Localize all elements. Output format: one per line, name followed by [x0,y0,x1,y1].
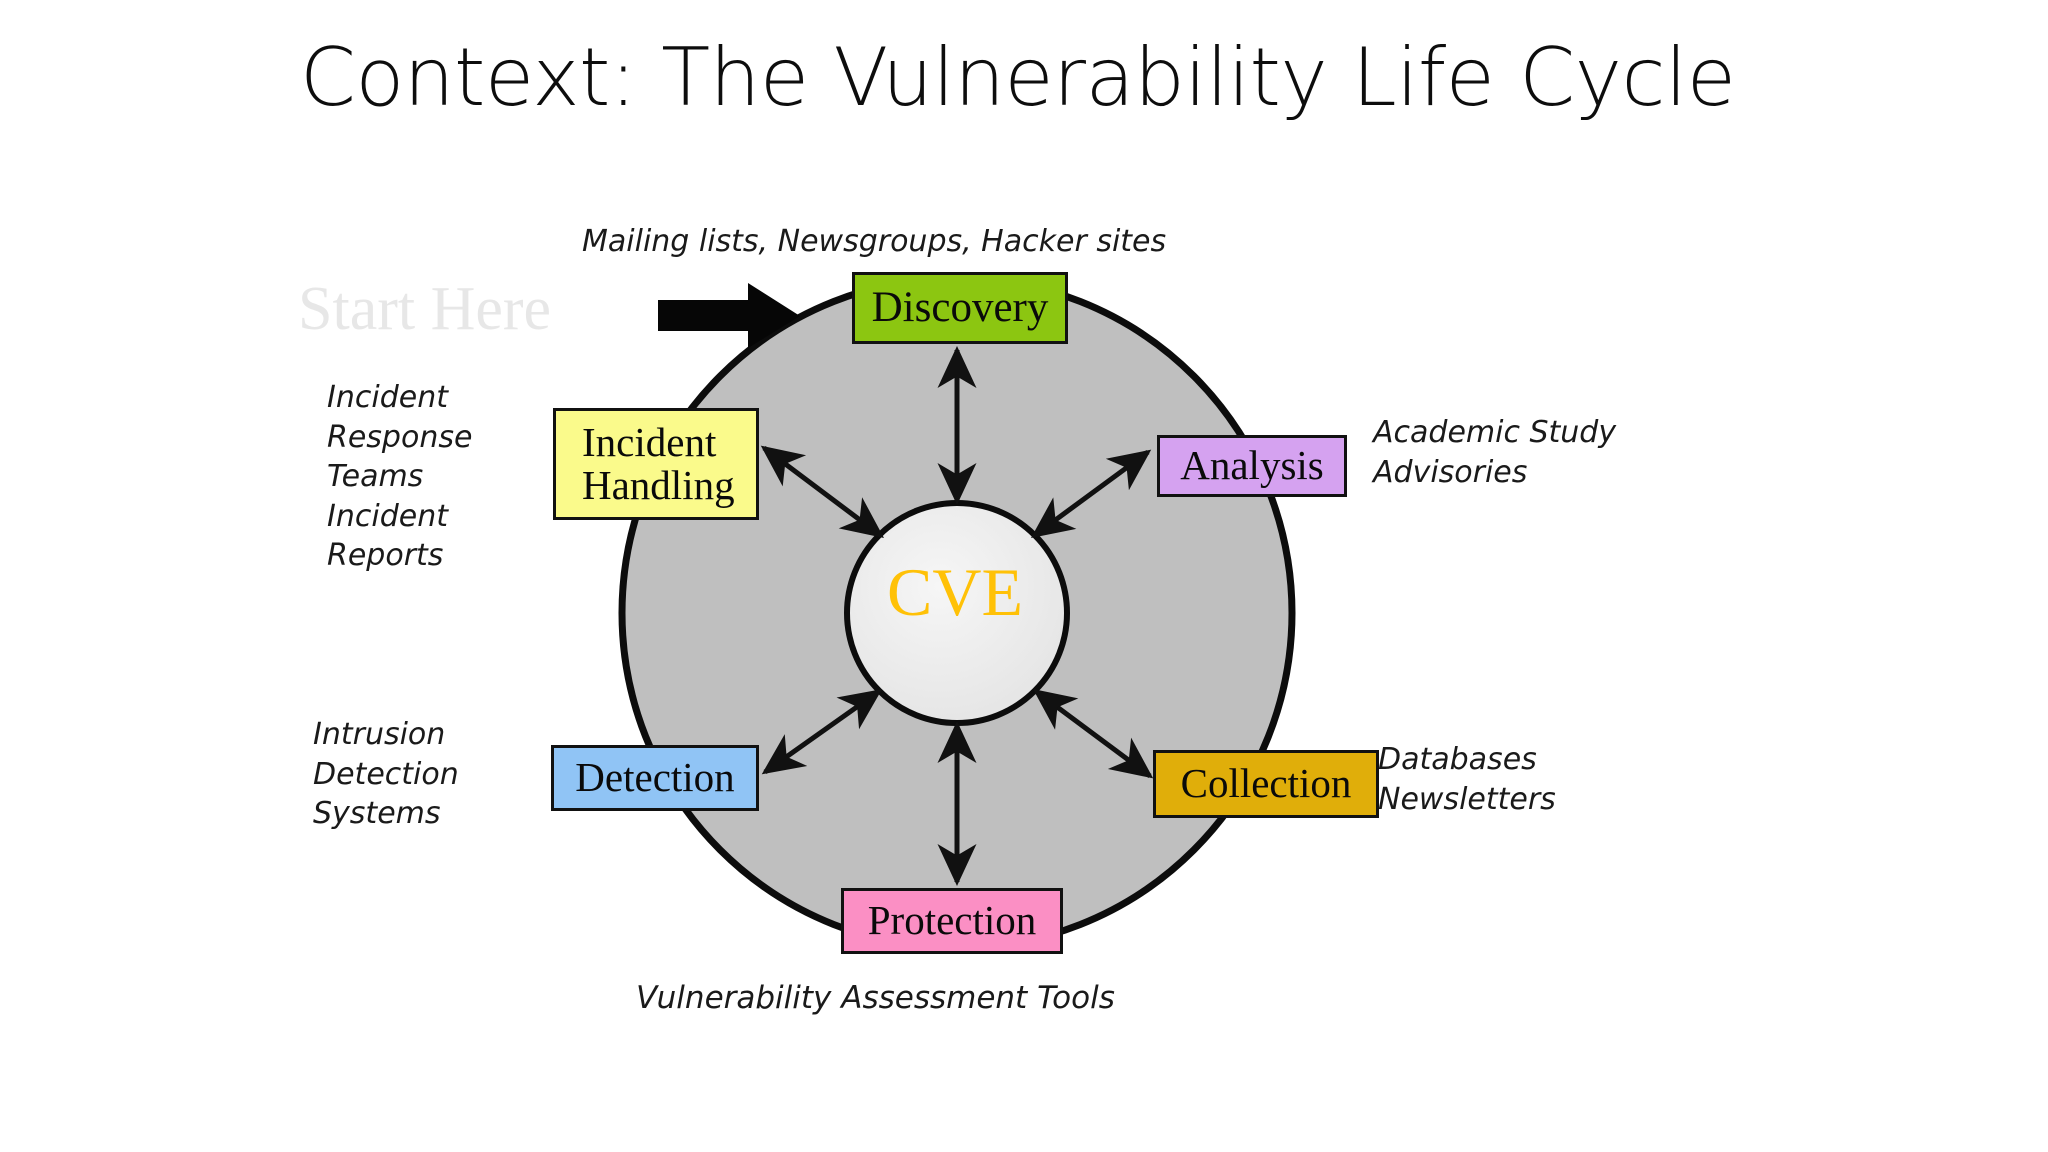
node-protection-label: Protection [867,897,1037,944]
connector-analysis [1030,449,1152,538]
node-discovery-label: Discovery [871,284,1049,332]
node-incident-handling-label-line2: Handling [582,462,735,508]
annotation-academic-study-advisories: Academic Study Advisories [1373,415,1617,490]
node-discovery[interactable]: Discovery [852,272,1068,344]
connector-detection [761,689,883,775]
start-here-label: Start Here [298,275,552,343]
annotation-incident-response-teams: Incident Response Teams Incident Reports [327,380,473,574]
node-collection[interactable]: Collection [1153,750,1379,818]
node-analysis-label: Analysis [1180,442,1324,489]
node-analysis[interactable]: Analysis [1157,435,1347,497]
node-detection-label: Detection [575,754,735,801]
node-incident-handling[interactable]: Incident Handling [553,408,759,520]
start-here-block-arrow-icon [658,283,800,348]
connector-collection [1032,689,1154,779]
annotation-discovery-sources: Mailing lists, Newsgroups, Hacker sites [582,224,1167,259]
annotation-intrusion-detection-systems: Intrusion Detection Systems [313,717,459,832]
node-collection-label: Collection [1180,760,1352,807]
page-title: Context: The Vulnerability Life Cycle [300,31,1736,124]
node-protection[interactable]: Protection [841,888,1063,954]
cve-center-label: CVE [887,554,1023,630]
annotation-protection-tools: Vulnerability Assessment Tools [636,980,1115,1016]
node-detection[interactable]: Detection [551,745,759,811]
connector-incident-handling [760,445,884,538]
node-incident-handling-label-line1: Incident [582,418,717,465]
annotation-databases-newsletters: Databases Newsletters [1378,742,1556,817]
